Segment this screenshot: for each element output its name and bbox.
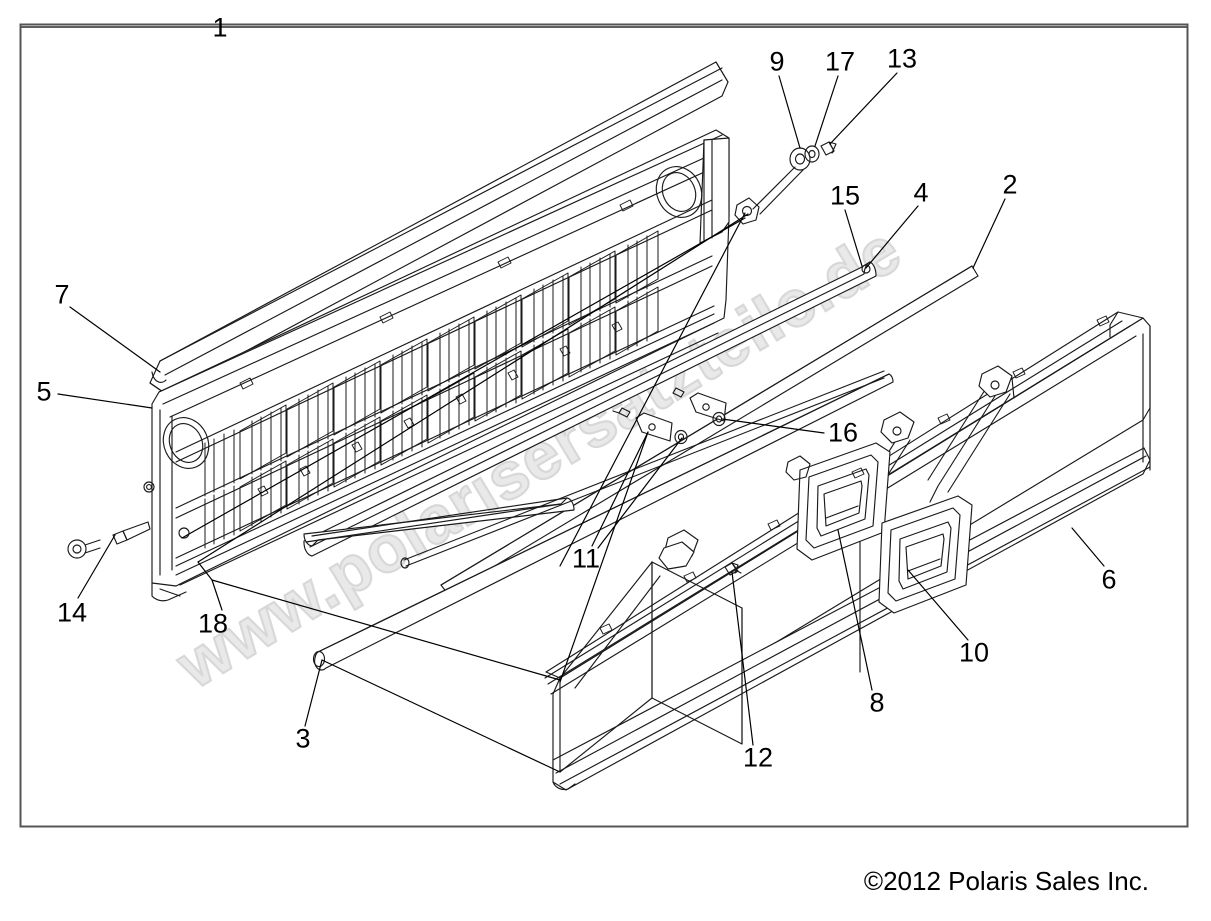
callout-7: 7	[54, 279, 70, 310]
callout-2: 2	[1002, 169, 1018, 200]
callout-1: 1	[212, 12, 228, 43]
part-15-pivot-bushing	[734, 197, 760, 225]
callout-14: 14	[56, 597, 88, 628]
leader-12	[731, 571, 754, 746]
leader-11a	[591, 431, 649, 547]
leader-9	[778, 75, 801, 149]
copyright-notice: ©2012 Polaris Sales Inc.	[863, 866, 1149, 896]
callout-6: 6	[1101, 564, 1117, 595]
leader-2	[972, 198, 1006, 269]
part-12-screw	[724, 562, 742, 576]
callout-11: 11	[571, 543, 601, 574]
parts-11-16-brackets	[612, 387, 727, 445]
callout-15: 15	[829, 180, 861, 211]
leader-11-long	[559, 431, 649, 683]
callout-5: 5	[36, 376, 52, 407]
leader-8	[837, 529, 873, 691]
leader-18	[211, 579, 223, 611]
leader-5-long-b	[181, 217, 746, 539]
callout-18: 18	[197, 608, 229, 639]
leader-lines	[21, 26, 1187, 773]
leader-14	[77, 534, 116, 599]
callout-9: 9	[769, 46, 785, 77]
part-6-outer-tailgate-panel	[544, 311, 1151, 791]
leader-5-long-a	[559, 212, 746, 567]
line-art	[21, 26, 1187, 791]
leader-17	[814, 75, 839, 147]
leader-7	[69, 306, 161, 373]
callout-4: 4	[913, 177, 929, 208]
leader-15	[844, 209, 863, 267]
callout-12: 12	[742, 742, 774, 773]
parts-9-17-13-fasteners	[734, 141, 837, 225]
part-14-screw-and-washer	[67, 521, 151, 559]
leader-3-long	[321, 659, 561, 773]
callout-17: 17	[824, 46, 856, 77]
leader-13	[829, 72, 898, 145]
leader-5-long-c	[197, 213, 749, 563]
leader-18b	[197, 561, 213, 581]
callout-13: 13	[886, 43, 918, 74]
leader-5	[57, 393, 153, 409]
diagram-frame	[19, 23, 1189, 828]
leader-6	[1071, 527, 1105, 567]
part-5-inner-tailgate-panel	[143, 129, 730, 602]
callout-10: 10	[958, 637, 990, 668]
leader-16	[721, 418, 825, 434]
leader-3	[304, 659, 323, 727]
callout-16: 16	[827, 417, 859, 448]
leader-10	[907, 569, 969, 641]
part-8-latch-bezel-left	[785, 442, 891, 561]
leader-18-long	[211, 579, 561, 681]
part-10-latch-bezel-right	[878, 495, 973, 614]
part-3b-thin-rod	[400, 370, 885, 569]
part-4-support-rod	[303, 261, 877, 557]
part-18-channel-strip	[303, 497, 575, 547]
leader-11b	[597, 437, 683, 549]
callout-3: 3	[295, 723, 311, 754]
callout-8: 8	[869, 687, 885, 718]
leader-4	[865, 205, 919, 269]
